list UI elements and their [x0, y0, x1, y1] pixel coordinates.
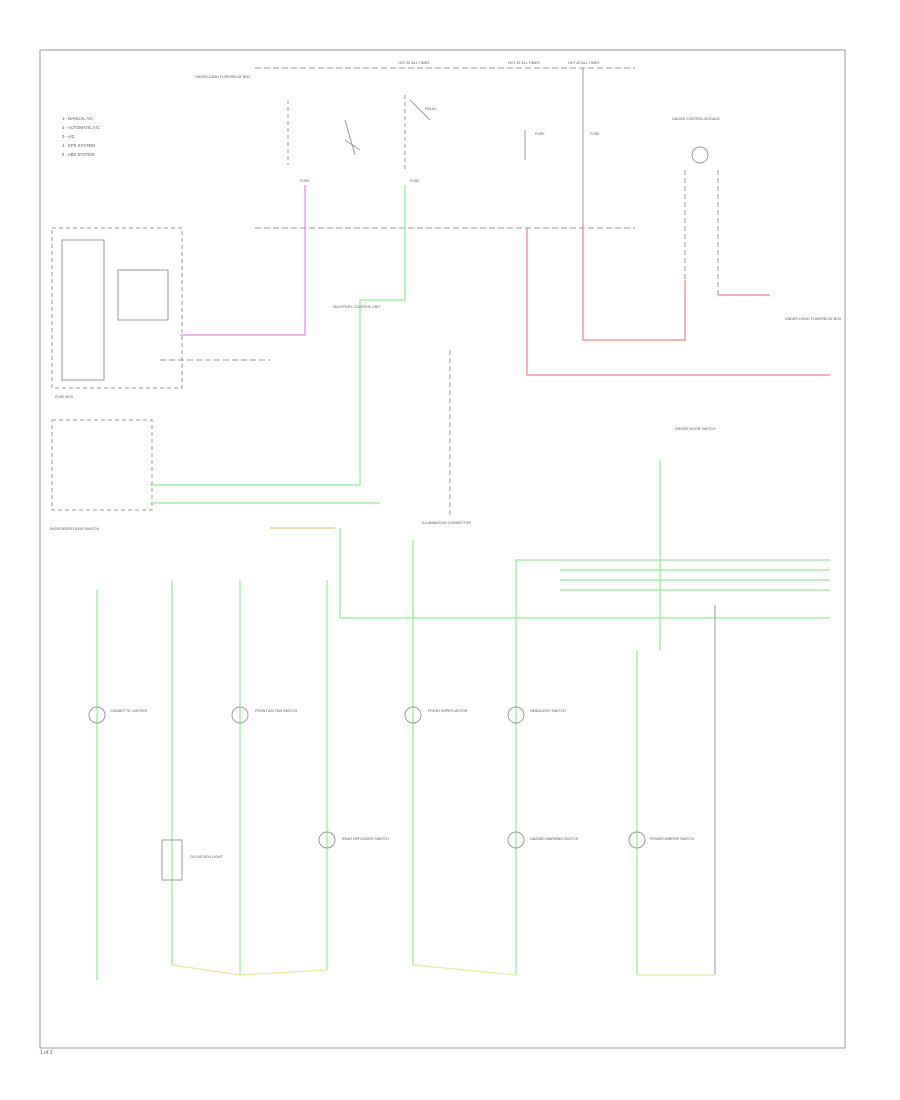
fuse-label-1: HOT AT ALL TIMES [398, 61, 430, 65]
fuse-label-2: HOT AT ALL TIMES [508, 61, 540, 65]
wire-pink [180, 185, 306, 336]
gauge-control-label: GAUGE CONTROL MODULE [672, 117, 720, 121]
gauge-control-module [691, 146, 709, 164]
fuse-box [51, 227, 183, 389]
headlight-switch-label: HEADLIGHT SWITCH [530, 709, 566, 713]
wire-yellow [412, 964, 517, 976]
front-wiper-icon [404, 706, 422, 724]
legend-item: 1 - MANUAL A/C [62, 116, 93, 121]
page-footer: 1 of 2 [40, 1050, 53, 1056]
front-wiper-label: FRONT WIPER MOTOR [428, 709, 468, 713]
wire-red [582, 228, 686, 341]
fuse-label: FUSE [410, 179, 420, 183]
passenger-switch-label: PASSENGER DOOR SWITCH [50, 527, 99, 531]
rear-defogger-icon [318, 831, 336, 849]
fuse-label: FUSE [590, 132, 600, 136]
cigarette-lighter-label: CIGARETTE LIGHTER [110, 709, 148, 713]
fuse-label: FUSE [535, 132, 545, 136]
headlight-switch-icon [507, 706, 525, 724]
under-dash-fuse-box-label: UNDER-DASH FUSE/RELAY BOX [195, 75, 251, 79]
fuse-label: FUSE [300, 179, 310, 183]
illum-connector-label: ILLUMINATION CONNECTOR [422, 521, 471, 525]
rear-defogger-label: REAR DEFOGGER SWITCH [342, 837, 389, 841]
fuse-label: RELAY [425, 107, 437, 111]
cigarette-lighter-icon [88, 706, 106, 724]
fuse-label-3: HOT AT ALL TIMES [568, 61, 600, 65]
glove-box-light-icon [161, 839, 183, 881]
hazard-switch-label: HAZARD WARNING SWITCH [530, 837, 579, 841]
multiplex-label: MULTIPLEX CONTROL UNIT [333, 305, 381, 309]
wire-red [526, 228, 830, 376]
diagram-frame [39, 49, 846, 1049]
legend-item: 2 - AUTOMATIC A/C [62, 125, 100, 130]
power-mirror-icon [628, 831, 646, 849]
glove-box-label: GLOVE BOX LIGHT [190, 855, 223, 859]
legend-item: 5 - ABS SYSTEM [62, 152, 95, 157]
hazard-switch-icon [507, 831, 525, 849]
legend-item: 4 - EPS SYSTEM [62, 143, 95, 148]
driver-switch-label: DRIVER DOOR SWITCH [675, 427, 716, 431]
wire-yellow [171, 964, 328, 976]
relay-switches [287, 68, 584, 228]
relay-block [117, 269, 169, 321]
wire-green [150, 185, 406, 486]
power-mirror-label: POWER MIRROR SWITCH [650, 837, 695, 841]
legend: 1 - MANUAL A/C 2 - AUTOMATIC A/C 3 - A/C… [62, 116, 100, 157]
fuse-box-label: FUSE BOX [55, 395, 74, 399]
fan-switch-icon [231, 706, 249, 724]
fan-switch-label: FRONT A/C FAN SWITCH [255, 709, 298, 713]
fuse-box-inner [61, 239, 105, 381]
relay-box-label: UNDER-HOOD FUSE/RELAY BOX [785, 317, 842, 321]
passenger-switch-box [51, 419, 153, 511]
legend-item: 3 - A/C [62, 134, 75, 139]
